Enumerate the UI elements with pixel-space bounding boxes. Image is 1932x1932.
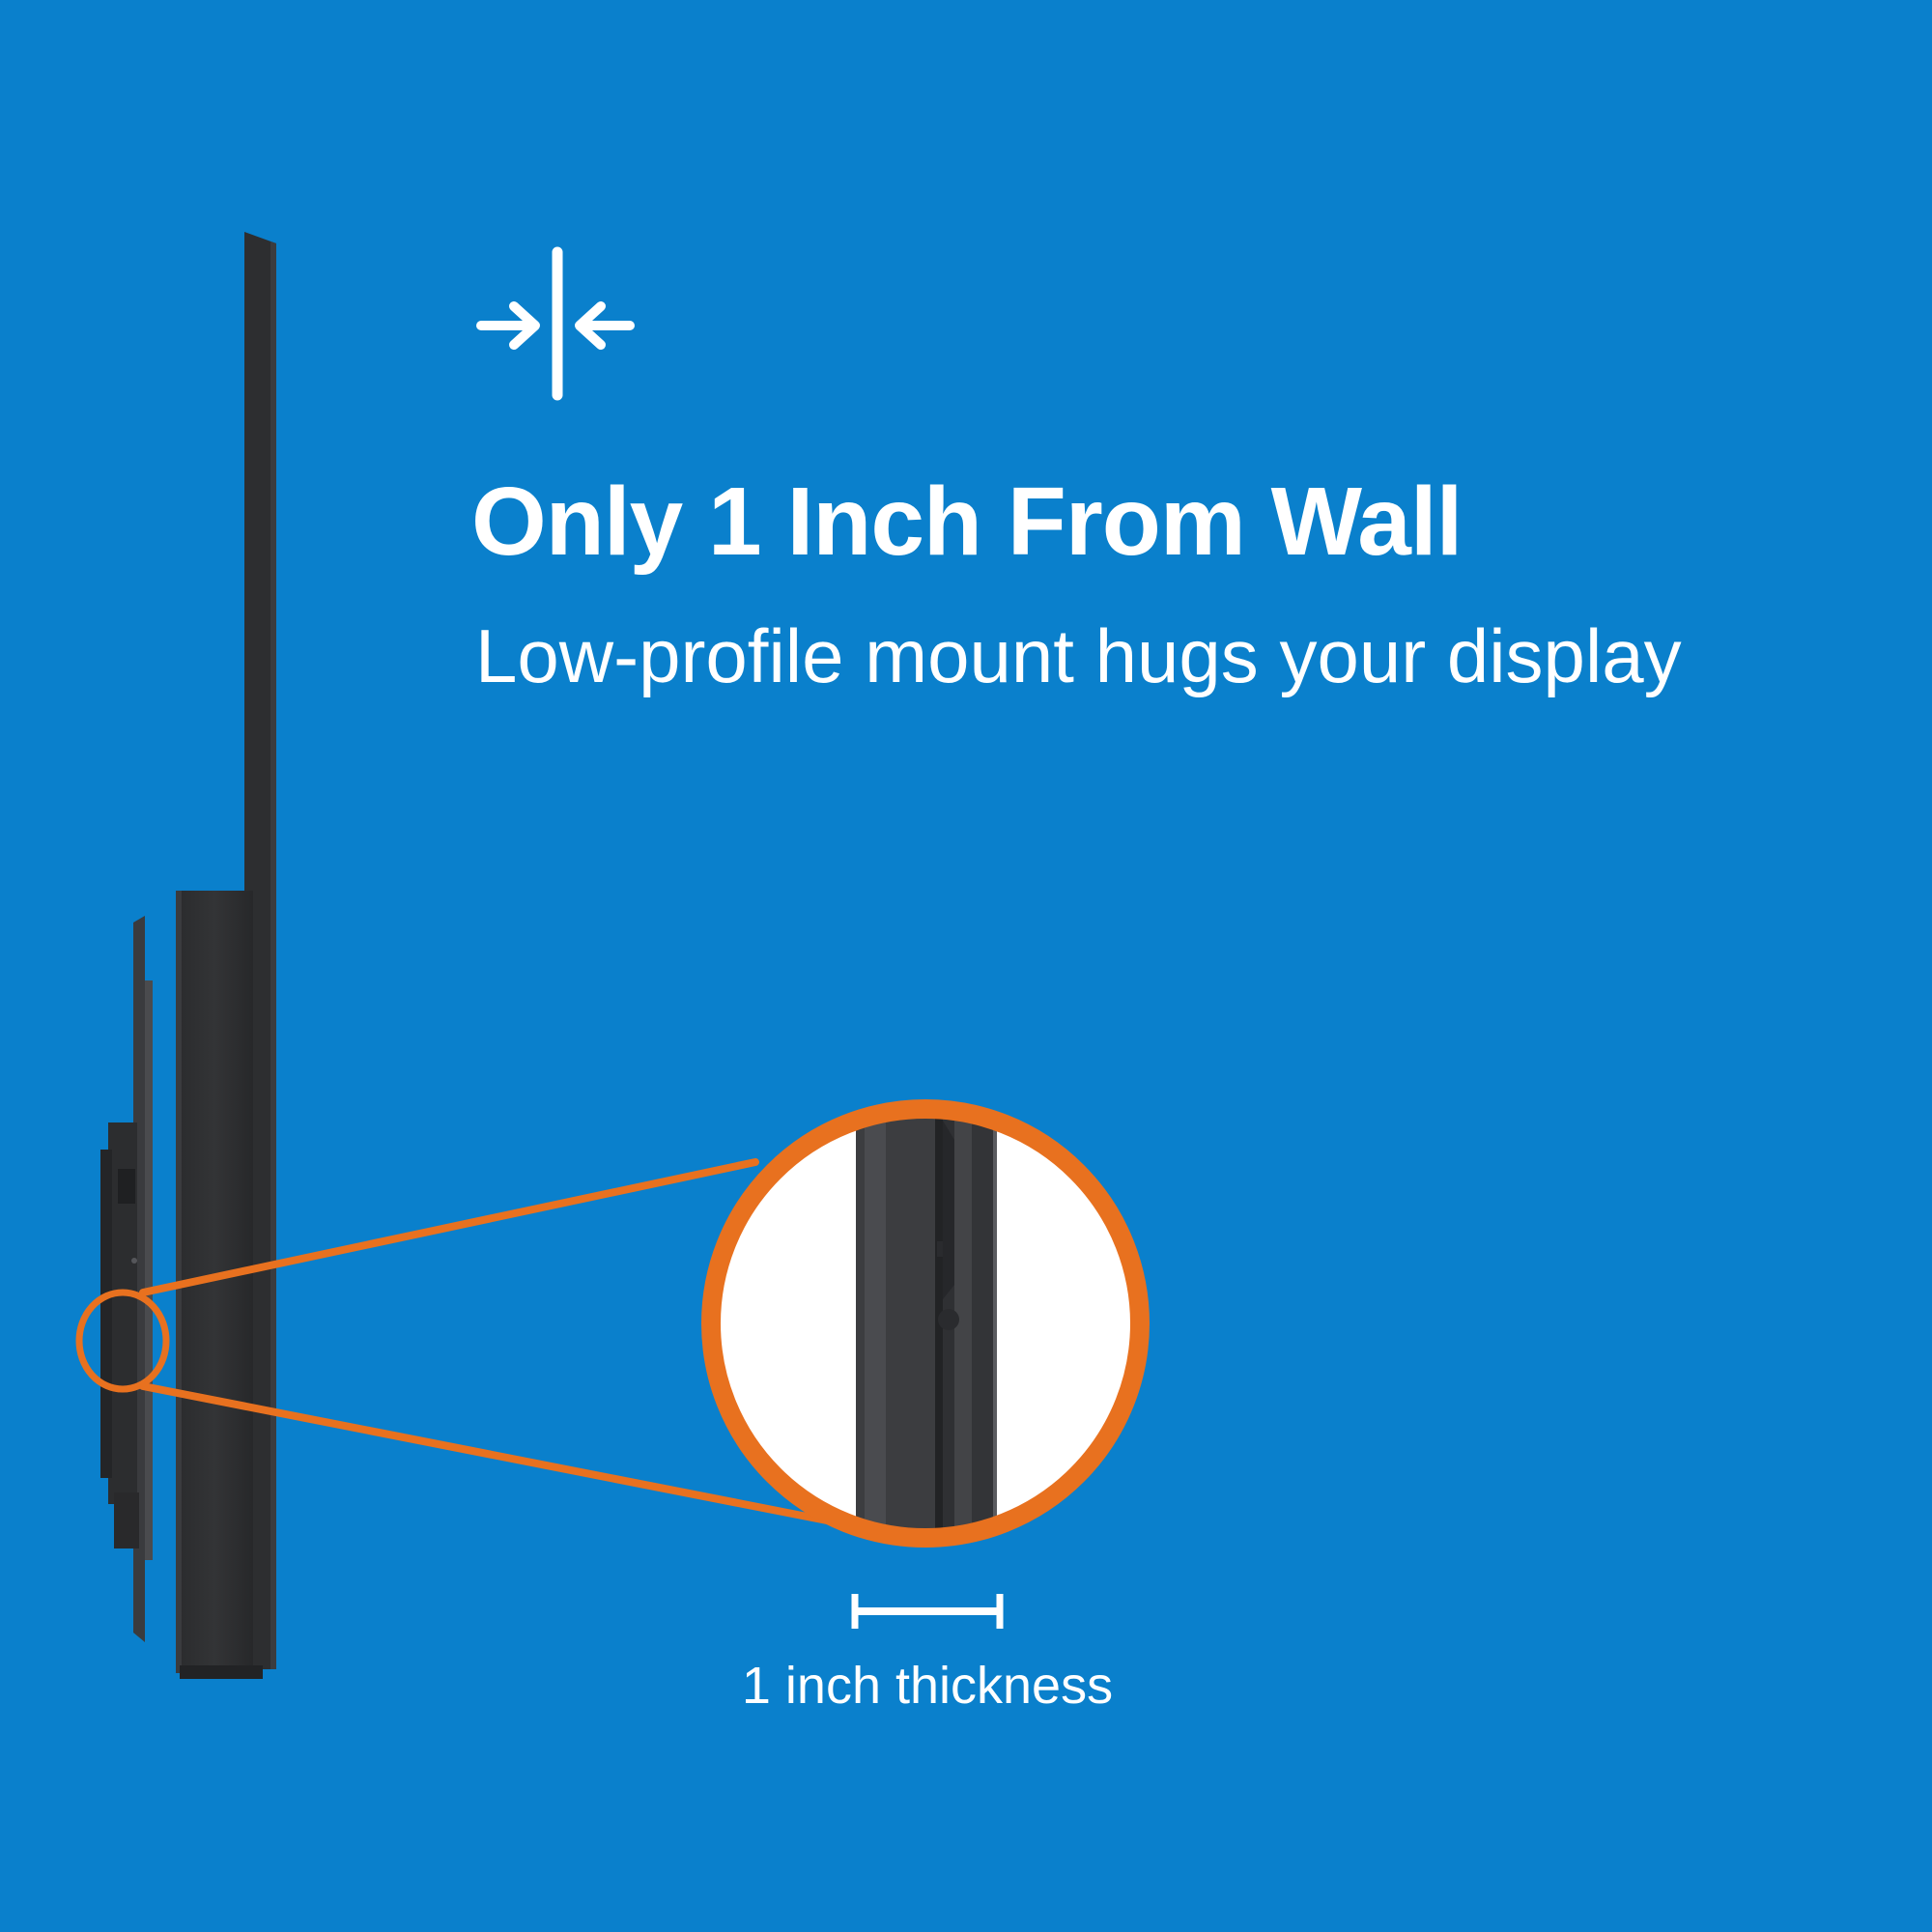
zoom-callout [75, 1158, 831, 1524]
dimension-bracket-icon [851, 1594, 1004, 1629]
wall-mount-bracket [100, 916, 153, 1642]
subheadline: Low-profile mount hugs your display [475, 613, 1682, 698]
headline: Only 1 Inch From Wall [471, 468, 1463, 576]
tv-side-profile [176, 232, 276, 1679]
magnifier-circle [701, 1099, 1150, 1548]
thickness-label: 1 inch thickness [741, 1657, 1114, 1715]
compress-arrows-icon [476, 246, 635, 401]
